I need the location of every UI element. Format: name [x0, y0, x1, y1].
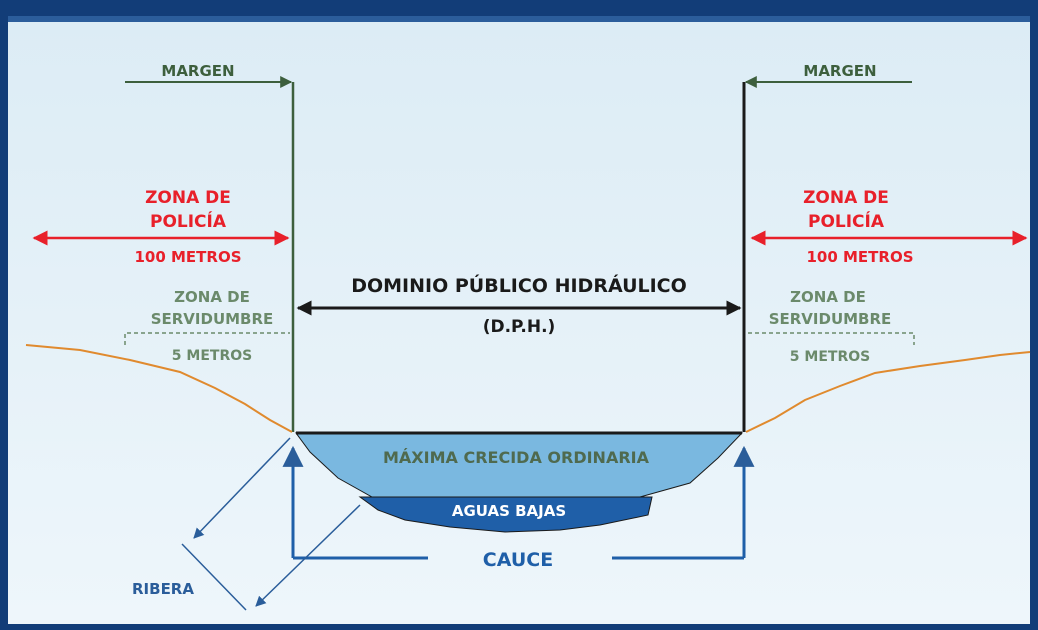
bank-arrow-upper: [193, 437, 291, 539]
dph-title: DOMINIO PÚBLICO HIDRÁULICO: [351, 273, 687, 297]
low-water-label: AGUAS BAJAS: [452, 502, 566, 520]
bank-width-line: [181, 543, 247, 611]
servitude-right-title-line2: SERVIDUMBRE: [769, 310, 892, 328]
servitude-left-title-line1: ZONA DE: [174, 288, 250, 306]
terrain-right: [745, 351, 1031, 433]
margin-left-label: MARGEN: [161, 62, 234, 80]
police-zone-right-title-line2: POLICÍA: [808, 210, 885, 232]
servitude-left-title-line2: SERVIDUMBRE: [151, 310, 274, 328]
servitude-distance-right: 5 METROS: [790, 349, 870, 365]
police-zone-left-title-line2: POLICÍA: [150, 210, 227, 232]
channel-label: CAUCE: [483, 549, 553, 571]
margin-right-label: MARGEN: [803, 62, 876, 80]
police-distance-right: 100 METROS: [806, 248, 913, 266]
police-zone-left-title-line1: ZONA DE: [145, 188, 231, 208]
police-distance-left: 100 METROS: [134, 248, 241, 266]
low-water: [358, 496, 653, 533]
servitude-left-bracket: [124, 332, 290, 345]
top-band: [8, 16, 1030, 22]
bank-arrow-lower: [255, 504, 361, 607]
max-flood-label: MÁXIMA CRECIDA ORDINARIA: [383, 448, 650, 467]
dph-abbreviation: (D.P.H.): [483, 317, 556, 337]
servitude-distance-left: 5 METROS: [172, 348, 252, 364]
servitude-right-title-line1: ZONA DE: [790, 288, 866, 306]
police-zone-right-title-line1: ZONA DE: [803, 188, 889, 208]
bank-label: RIBERA: [132, 580, 194, 598]
terrain-left: [25, 344, 293, 433]
